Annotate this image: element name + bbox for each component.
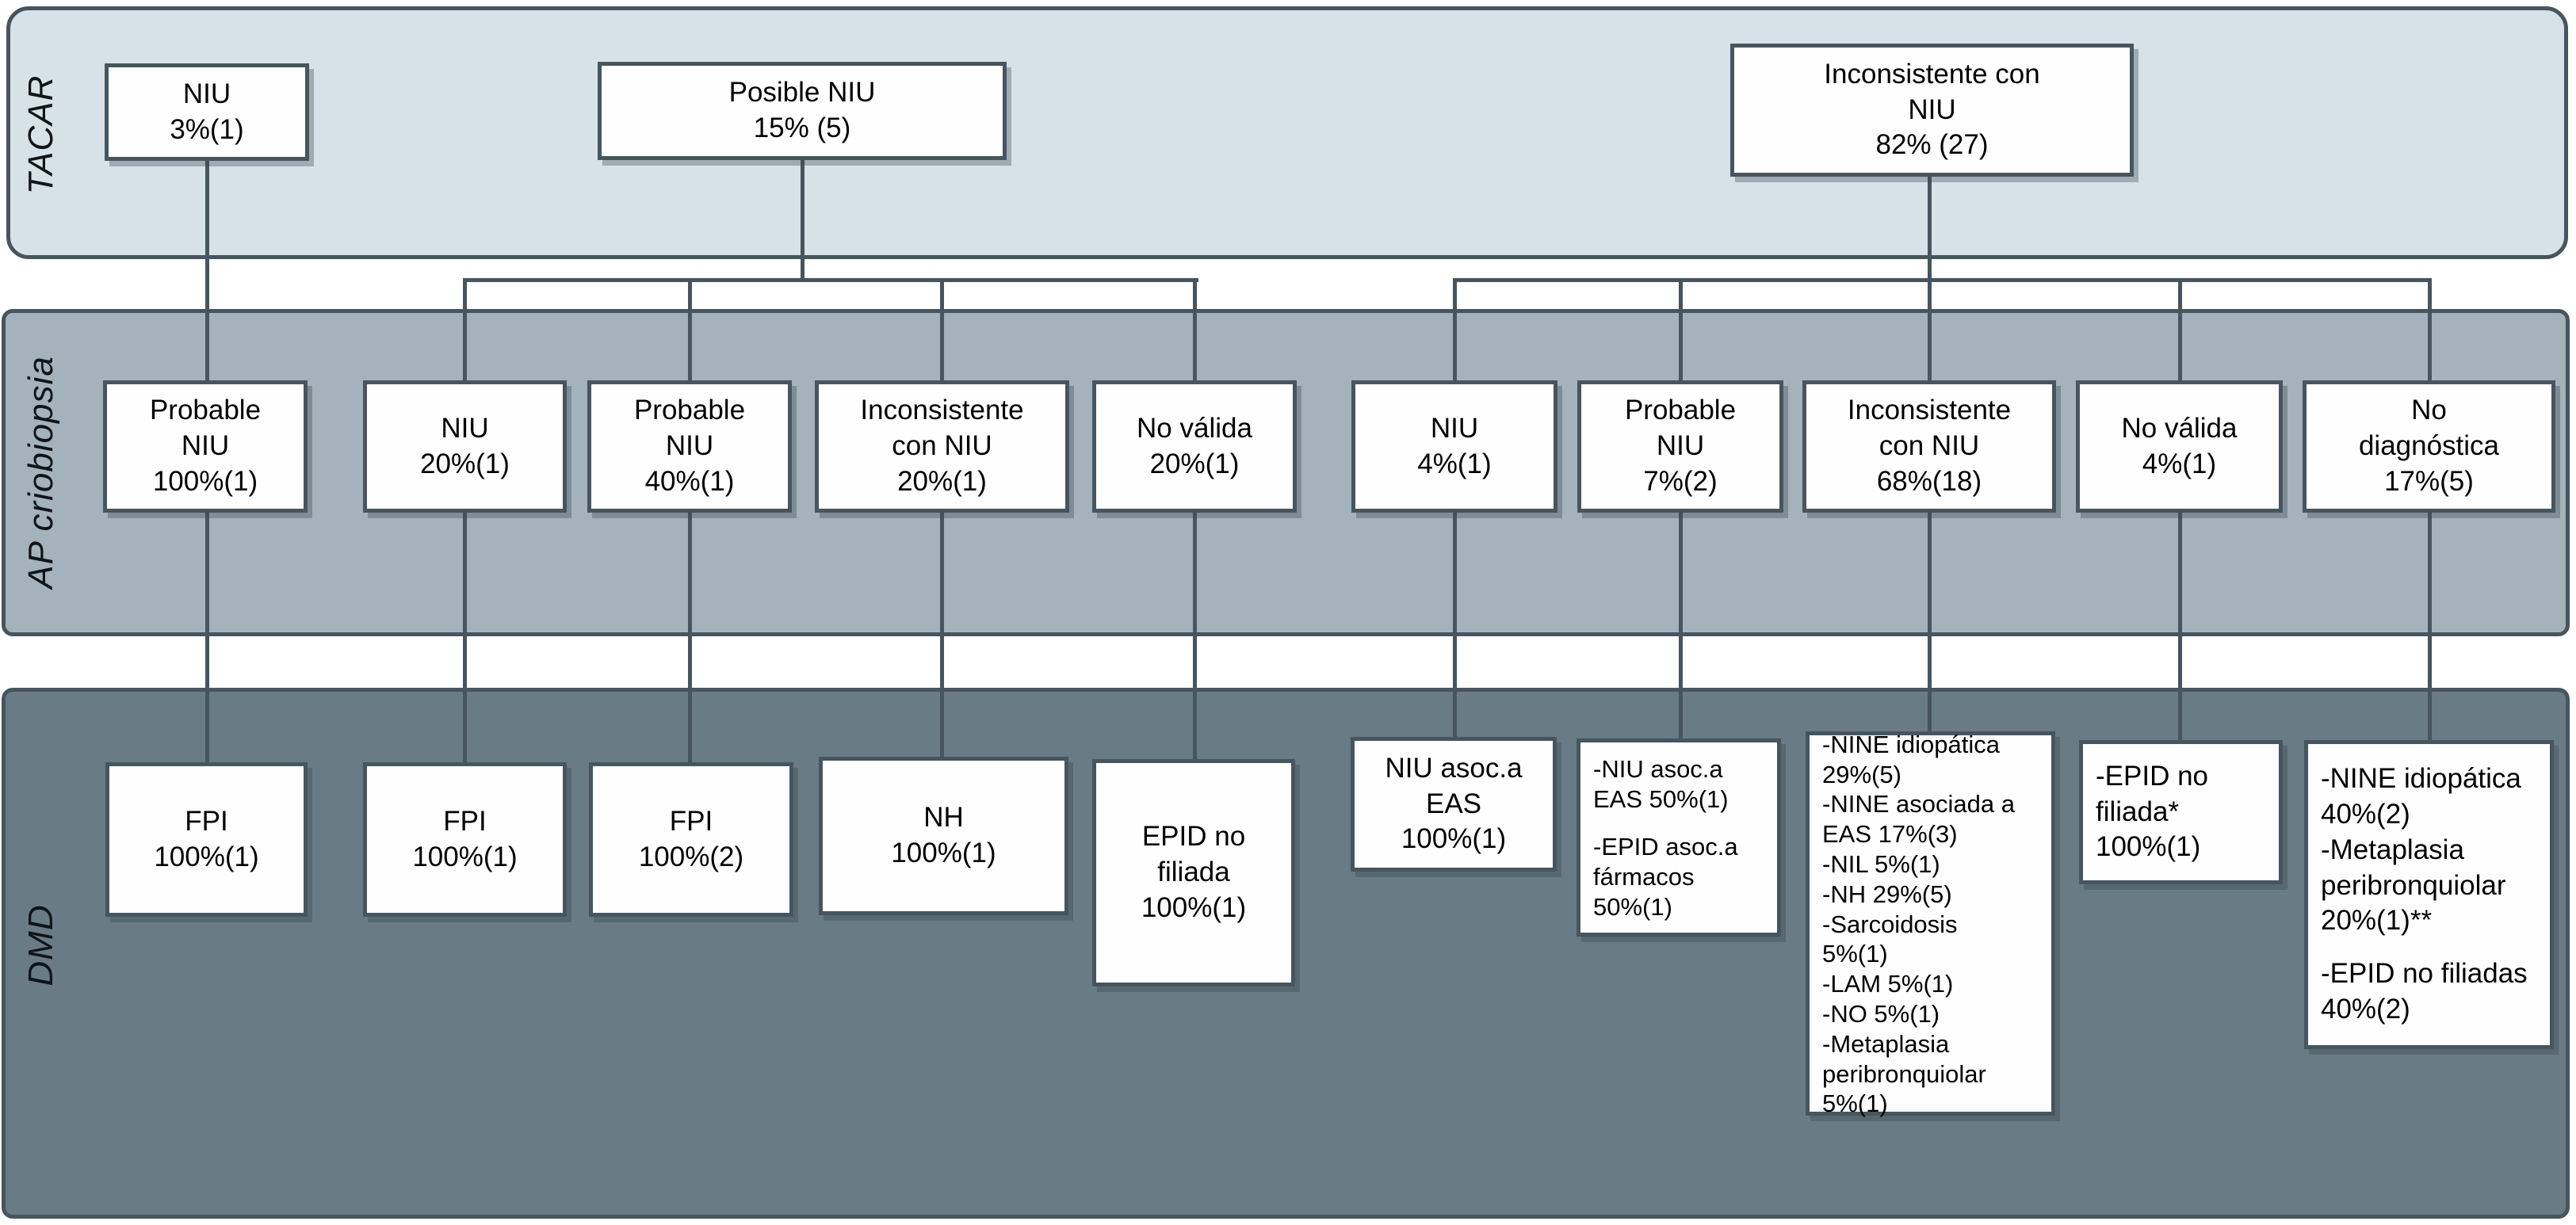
- connector: [463, 280, 467, 380]
- node-ap-inconsistente-68: Inconsistente con NIU 68%(18): [1802, 380, 2056, 513]
- band-tacar: [6, 6, 2568, 259]
- node-text: FPI 100%(2): [638, 805, 744, 872]
- node-text: NIU 20%(1): [420, 412, 510, 479]
- node-text: Inconsistente con NIU 82% (27): [1824, 58, 2040, 161]
- node-text: -EPID no filiada* 100%(1): [2096, 760, 2208, 863]
- node-text: FPI 100%(1): [412, 805, 518, 872]
- band-label-dmd: DMD: [21, 904, 60, 986]
- node-tacar-niu: NIU 3%(1): [105, 63, 309, 161]
- node-tacar-posible-niu: Posible NIU 15% (5): [598, 62, 1007, 160]
- connector: [1453, 513, 1457, 737]
- node-dmd-nine-metaplasia-epid: -NINE idiopática 40%(2) -Metaplasia peri…: [2304, 740, 2554, 1049]
- connector: [1679, 280, 1683, 380]
- connector: [940, 280, 944, 380]
- connector: [2428, 280, 2432, 380]
- node-dmd-fpi-1: FPI 100%(1): [105, 762, 308, 917]
- node-text: No diagnóstica 17%(5): [2358, 395, 2500, 497]
- node-text: Inconsistente con NIU 20%(1): [860, 395, 1024, 497]
- node-text: Inconsistente con NIU 68%(18): [1847, 395, 2012, 497]
- node-text: NIU asoc.a EAS 100%(1): [1385, 752, 1523, 855]
- node-text: Probable NIU 100%(1): [149, 395, 262, 497]
- connector: [205, 161, 209, 380]
- connector: [1453, 280, 1457, 380]
- node-dmd-epid-no-filiada: EPID no filiada 100%(1): [1092, 759, 1295, 986]
- node-ap-niu-20: NIU 20%(1): [363, 380, 567, 513]
- node-dmd-fpi-2: FPI 100%(1): [363, 762, 567, 917]
- connector: [688, 513, 692, 762]
- connector: [1193, 513, 1197, 759]
- node-dmd-fpi-3: FPI 100%(2): [589, 762, 793, 917]
- node-dmd-niu-asoc-eas: NIU asoc.a EAS 100%(1): [1351, 737, 1557, 872]
- node-text: -EPID no filiadas 40%(2): [2321, 958, 2528, 1025]
- connector: [2178, 280, 2182, 380]
- connector: [2428, 513, 2432, 740]
- node-dmd-nine-list: -NINE idiopática 29%(5) -NINE asociada a…: [1806, 731, 2055, 1117]
- node-text: Probable NIU 7%(2): [1624, 395, 1737, 497]
- node-text: EPID no filiada 100%(1): [1141, 821, 1247, 923]
- node-ap-no-valida-4: No válida 4%(1): [2076, 380, 2283, 513]
- connector: [463, 513, 467, 762]
- connector: [1679, 513, 1683, 738]
- node-ap-probable-niu-100: Probable NIU 100%(1): [103, 380, 308, 513]
- connector: [1193, 280, 1197, 380]
- node-ap-probable-niu-40: Probable NIU 40%(1): [587, 380, 792, 513]
- node-dmd-niu-eas-epid-farmacos: -NIU asoc.a EAS 50%(1) -EPID asoc.a fárm…: [1577, 738, 1781, 937]
- connector: [688, 280, 692, 380]
- node-ap-niu-4: NIU 4%(1): [1351, 380, 1557, 513]
- node-text: Probable NIU 40%(1): [633, 395, 746, 497]
- node-ap-inconsistente-20: Inconsistente con NIU 20%(1): [815, 380, 1069, 513]
- band-label-ap-criobiopsia: AP criobiopsia: [21, 356, 60, 589]
- node-text: NIU 4%(1): [1417, 412, 1492, 479]
- node-text: -NINE idiopática 40%(2) -Metaplasia peri…: [2321, 763, 2521, 937]
- node-text: -NINE idiopática 29%(5) -NINE asociada a…: [1822, 730, 2015, 1118]
- connector: [205, 513, 209, 762]
- node-tacar-inconsistente-con-niu: Inconsistente con NIU 82% (27): [1730, 44, 2134, 177]
- node-ap-probable-niu-7: Probable NIU 7%(2): [1577, 380, 1783, 513]
- node-ap-no-valida-20: No válida 20%(1): [1092, 380, 1297, 513]
- connector: [940, 513, 944, 757]
- connector: [801, 160, 805, 282]
- node-dmd-epid-no-filiada-asterisco: -EPID no filiada* 100%(1): [2079, 740, 2283, 884]
- node-text: FPI 100%(1): [154, 805, 259, 872]
- connector: [1928, 513, 1932, 731]
- node-text: No válida 20%(1): [1137, 412, 1252, 479]
- node-text: -EPID asoc.a fármacos 50%(1): [1593, 833, 1738, 921]
- node-text: -NIU asoc.a EAS 50%(1): [1593, 755, 1729, 814]
- node-text: Posible NIU 15% (5): [728, 77, 876, 143]
- node-text: NH 100%(1): [891, 802, 996, 868]
- connector: [1453, 278, 2432, 282]
- node-dmd-nh: NH 100%(1): [819, 757, 1068, 915]
- node-text: NIU 3%(1): [170, 78, 244, 145]
- connector: [2178, 513, 2182, 740]
- connector: [463, 278, 1198, 282]
- node-text: No válida 4%(1): [2121, 412, 2238, 479]
- band-label-tacar: TACAR: [21, 74, 60, 195]
- node-ap-no-diagnostica-17: No diagnóstica 17%(5): [2303, 380, 2555, 513]
